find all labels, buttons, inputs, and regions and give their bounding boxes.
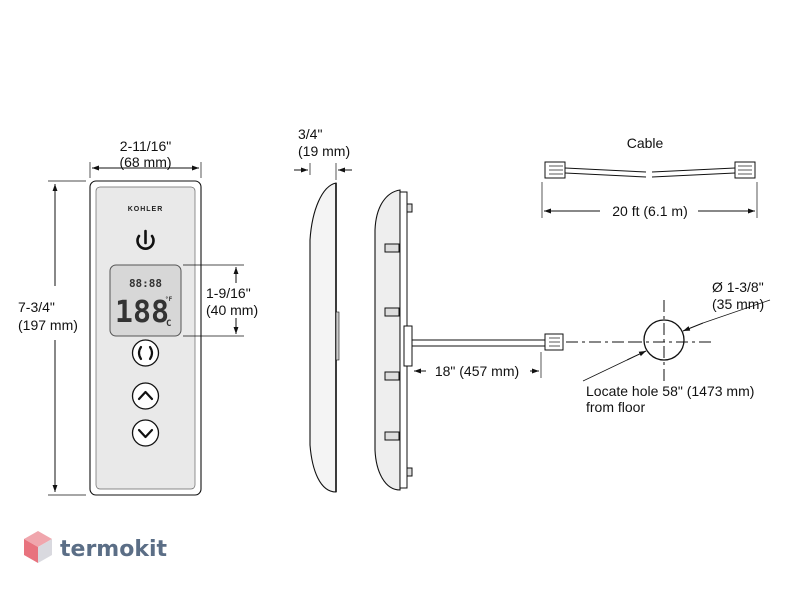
chevron-down-icon (137, 428, 154, 439)
depth-dim-metric: (19 mm) (298, 143, 350, 159)
front-view: KOHLER 88:88 188 °F C (18, 138, 258, 496)
power-button (136, 229, 155, 250)
termokit-logo-icon (24, 531, 52, 563)
brand-logo: KOHLER (128, 206, 164, 213)
width-dimension: 2-11/16" (68 mm) (89, 138, 202, 178)
cable-left-connector (544, 161, 566, 179)
cycle-button (131, 339, 160, 367)
digital-display: 88:88 188 °F C (109, 264, 182, 337)
hole-dim-metric: (35 mm) (712, 296, 764, 312)
locate-note-line2: from floor (586, 399, 645, 415)
cable-length-dimension-top: 20 ft (6.1 m) (541, 182, 758, 219)
chevron-up-icon (137, 390, 154, 401)
down-button (131, 419, 160, 447)
cable-length-dimension: 18" (457 mm) (414, 352, 542, 379)
locate-note-line1: Locate hole 58" (1473 mm) (586, 383, 754, 399)
power-icon (136, 234, 155, 250)
height-dimension: 7-3/4" (197 mm) (18, 180, 86, 496)
height-dim-metric: (197 mm) (18, 317, 78, 333)
height-dim-imperial: 7-3/4" (18, 299, 55, 315)
cable-length-text: 18" (457 mm) (435, 363, 519, 379)
hole-diameter-leader: Ø 1-3/8" (35 mm) (626, 279, 771, 361)
display-dimension: 1-9/16" (40 mm) (183, 264, 258, 337)
clock-readout: 88:88 (129, 277, 162, 290)
display-dim-metric: (40 mm) (206, 302, 258, 318)
width-dim-metric: (68 mm) (119, 154, 171, 170)
side-view: 3/4" (19 mm) (294, 126, 352, 493)
cycle-icon (137, 345, 154, 361)
depth-dimension: 3/4" (19 mm) (294, 126, 352, 180)
rj-connector (544, 333, 564, 351)
depth-dim-imperial: 3/4" (298, 126, 322, 142)
temperature-readout: 188 (115, 295, 169, 330)
cable-right-connector (734, 161, 756, 179)
cable-title: Cable (627, 135, 664, 151)
temperature-unit-c: C (166, 319, 171, 329)
controller-faceplate (95, 186, 196, 490)
side-profile (309, 182, 337, 493)
termokit-watermark: termokit (24, 531, 167, 563)
display-dim-imperial: 1-9/16" (206, 285, 251, 301)
cable-boss (403, 325, 413, 367)
hole-dim-imperial: Ø 1-3/8" (712, 279, 764, 295)
hole-detail: Ø 1-3/8" (35 mm) Locate hole 58" (1473 m… (582, 279, 771, 415)
temperature-unit-f: °F (165, 296, 173, 303)
up-button (131, 382, 160, 410)
watermark-text: termokit (60, 537, 167, 562)
mounting-clips (384, 203, 413, 477)
cable-length-top-text: 20 ft (6.1 m) (612, 203, 687, 219)
cable-detail: Cable 20 ft (6.1 m) (541, 135, 758, 219)
mount-housing (374, 189, 401, 491)
width-dim-imperial: 2-11/16" (120, 138, 171, 154)
mounted-section-view: 18" (457 mm) (374, 189, 630, 491)
